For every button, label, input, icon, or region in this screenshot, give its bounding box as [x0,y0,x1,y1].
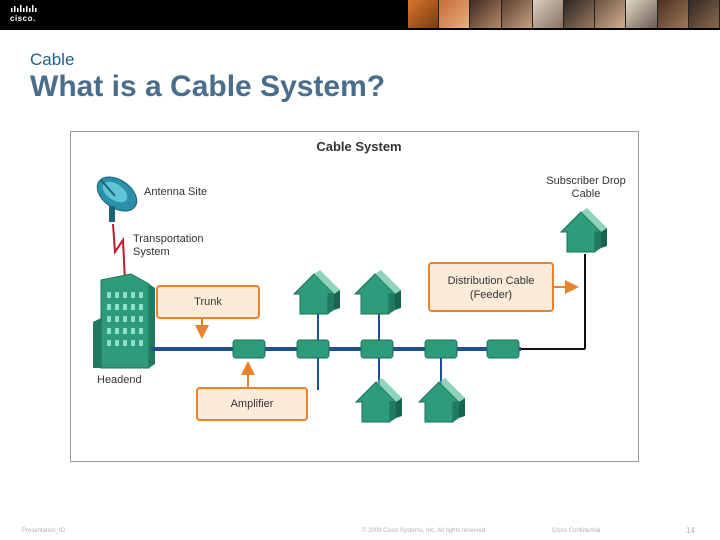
header-photo [657,0,689,28]
cisco-logo [11,5,37,12]
footer-page-number: 14 [686,526,695,535]
header-photo [595,0,627,28]
amplifier-node [296,339,330,359]
distribution-label-2: (Feeder) [470,289,512,301]
amplifier-label: Amplifier [231,398,274,410]
header-photo [408,0,440,28]
distribution-label-1: Distribution Cable [448,275,535,287]
diagram-title: Cable System [316,139,401,154]
footer-confidential: Cisco Confidential [552,528,601,534]
header-photo [688,0,720,28]
transport-label-2: System [133,246,170,258]
amplifier-node [360,339,394,359]
header-photo [439,0,471,28]
amplifier-callout [196,387,308,421]
header-photo [564,0,596,28]
amplifier-node [424,339,458,359]
header-photo [501,0,533,28]
amplifier-node [486,339,520,359]
trunk-callout [156,285,260,319]
transport-label-1: Transportation [133,233,204,245]
headend-building-icon [93,273,155,369]
header-photo [532,0,565,28]
subscriber-label-1: Subscriber Drop [546,175,625,187]
footer-presentation-id: Presentation_ID [22,528,66,534]
subscriber-house-icon [560,207,608,253]
header-photo-strip [408,0,720,28]
footer: Presentation_ID © 2008 Cisco Systems, In… [0,524,720,540]
section-label: Cable [30,50,75,69]
headend-label: Headend [97,374,142,386]
cable-system-diagram: Cable System Antenna Site Transportation… [70,131,639,462]
amplifier-node [232,339,266,359]
house-icon [293,269,341,315]
house-icon [418,377,466,423]
page-title: What is a Cable System? [30,70,386,103]
cisco-logo-text: cisco. [10,14,36,23]
house-icon [355,377,403,423]
subscriber-label-2: Cable [572,188,601,200]
header-photo [626,0,658,28]
house-icon [354,269,402,315]
top-banner: cisco. [0,0,720,30]
satellite-dish-icon [96,176,138,222]
transport-link-icon [112,223,126,283]
trunk-label: Trunk [194,296,222,308]
header-photo [470,0,502,28]
footer-copyright: © 2008 Cisco Systems, Inc. All rights re… [362,528,487,534]
antenna-site-label: Antenna Site [144,186,207,198]
diagram-canvas: Cable System Antenna Site Transportation… [93,139,626,423]
distribution-callout [428,262,554,312]
